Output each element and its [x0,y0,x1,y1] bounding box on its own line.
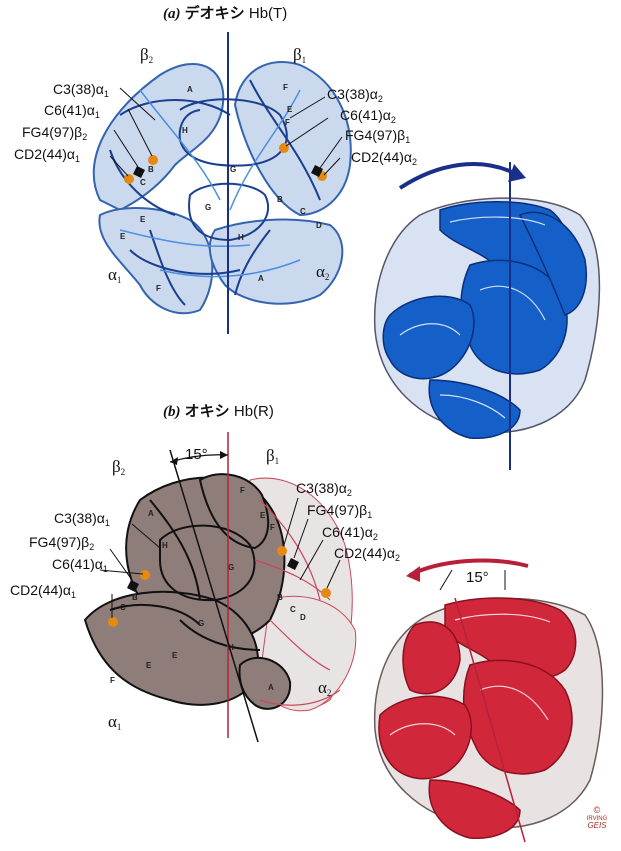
subscript: 1 [117,275,122,285]
chain-label-alpha1: α1 [108,266,121,285]
subscript: 2 [89,542,94,552]
subscript: 1 [95,110,100,120]
helix-label: E [260,511,266,520]
helix-label: C [300,207,306,216]
helix-label: G [198,619,204,628]
residue-label: C3(38)α2 [327,87,383,104]
subscript: 1 [103,564,108,574]
subscript: 1 [405,135,410,145]
helix-label: E [140,215,146,224]
artist-signature: © IRVING GEIS [582,806,612,831]
subscript: 2 [149,55,154,65]
helix-label: F [156,284,161,293]
helix-label: H [182,126,188,135]
residue-label: FG4(97)β2 [29,535,94,552]
helix-label: B [132,593,138,602]
helix-label: E [172,651,178,660]
helix-label: A [258,274,264,283]
subscript: 2 [327,688,332,698]
subscript: 2 [373,532,378,542]
residue-label: FG4(97)β1 [345,128,410,145]
deoxy-structure: A F H G B C E F E G H B C D E A F [94,32,351,334]
residue-label: C3(38)α1 [54,511,110,528]
residue-label: C3(38)α1 [53,82,109,99]
side-view-rotation-label: 15° [466,570,489,585]
helix-label: H [162,541,168,550]
residue-label: C6(41)α2 [322,525,378,542]
chain-label-alpha1: α1 [108,713,121,732]
helix-label: F [285,118,290,127]
subscript: 2 [325,272,330,282]
helix-label: B [277,593,283,602]
helix-label: F [283,83,288,92]
subscript: 2 [378,94,383,104]
chain-label-alpha2: α2 [316,263,329,282]
helix-label: F [110,676,115,685]
residue-label: FG4(97)β2 [22,125,87,142]
residue-label: FG4(97)β1 [307,503,372,520]
helix-label: A [148,509,154,518]
subscript: 2 [121,467,126,477]
residue-label: CD2(44)α1 [14,147,80,164]
helix-label: D [316,221,322,230]
residue-label: C6(41)α2 [340,108,396,125]
helix-label: E [287,105,293,114]
subscript: 2 [395,553,400,563]
helix-label: E [120,232,126,241]
helix-label: H [238,233,244,242]
helix-label: E [146,661,152,670]
helix-label: A [187,85,193,94]
oxy-structure: A F E F H G B C G H E F A E B C D [85,432,356,742]
deoxy-side-view [375,162,600,470]
subscript: 2 [82,132,87,142]
residue-label: C6(41)α1 [44,103,100,120]
chain-label-beta2: β2 [140,46,153,65]
subscript: 1 [104,89,109,99]
helix-label: G [230,165,236,174]
subscript: 1 [71,590,76,600]
subscript: 1 [75,154,80,164]
helix-label: C [140,178,146,187]
chain-label-beta1: β1 [266,447,279,466]
rotation-angle-label: 15° [185,447,208,462]
chain-label-beta1: β1 [293,46,306,65]
chain-label-alpha2: α2 [318,679,331,698]
residue-label: CD2(44)α2 [334,546,400,563]
rotation-arrow-blue [400,164,526,188]
helix-label: C [290,605,296,614]
residue-label: C6(41)α1 [52,557,108,574]
helix-label: F [270,523,275,532]
subscript: 2 [347,488,352,498]
helix-label: C [120,603,126,612]
helix-label: G [205,203,211,212]
chain-label-beta2: β2 [112,458,125,477]
subscript: 2 [412,157,417,167]
helix-label: D [300,613,306,622]
helix-label: F [240,486,245,495]
subscript: 2 [391,115,396,125]
helix-label: B [277,195,283,204]
subscript: 1 [105,518,110,528]
helix-label: G [228,563,234,572]
helix-label: A [268,683,274,692]
panel-a-title: (a) デオキシ Hb(T) [163,6,287,22]
panel-b-title: (b) オキシ Hb(R) [163,404,274,420]
subscript: 1 [117,722,122,732]
oxy-side-view [375,598,603,842]
helix-label: B [148,165,154,174]
subscript: 1 [302,55,307,65]
residue-label: CD2(44)α2 [351,150,417,167]
subscript: 1 [367,510,372,520]
subscript: 1 [275,456,280,466]
residue-label: CD2(44)α1 [10,583,76,600]
residue-label: C3(38)α2 [296,481,352,498]
